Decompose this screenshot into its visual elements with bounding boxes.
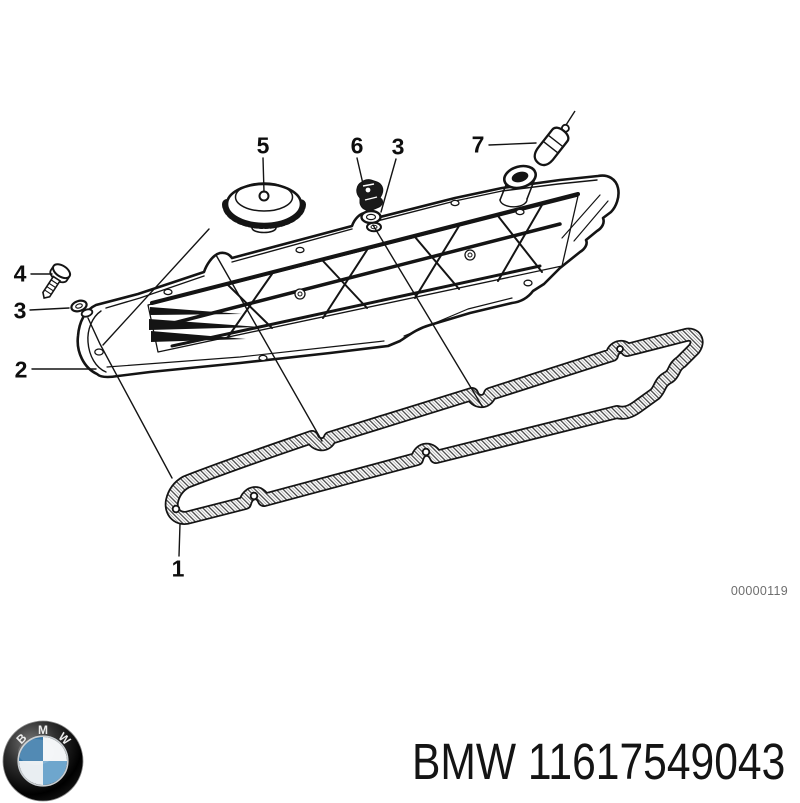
parts-diagram	[29, 110, 704, 557]
gasket-hole	[171, 504, 181, 514]
align-line-left	[87, 317, 173, 479]
gasket-hole	[616, 345, 624, 353]
sensor-connector	[533, 110, 576, 167]
align-line-right	[372, 224, 483, 407]
logo-inner-rim	[17, 735, 69, 787]
seal-rings	[360, 209, 382, 233]
align-line-cap	[102, 228, 210, 346]
part-number-title: BMW 11617549043	[412, 733, 786, 790]
callout-7: 7	[471, 131, 485, 158]
quadrant-white-tr	[43, 737, 67, 761]
bmw-logo: B M W	[1, 719, 85, 803]
leader-lines	[29, 142, 537, 557]
bolt	[42, 263, 72, 299]
logo-letter-m: M	[38, 723, 48, 737]
quadrant-white-bl	[19, 761, 43, 785]
callout-1: 1	[171, 555, 185, 582]
callout-2: 2	[14, 356, 28, 383]
callout-6: 6	[350, 132, 364, 159]
valve-cover	[76, 164, 620, 379]
washer	[70, 299, 94, 318]
breather-tube	[499, 164, 537, 208]
oil-filler-cap	[222, 182, 306, 234]
gasket-hole	[249, 491, 259, 501]
quadrant-blue-br	[43, 761, 67, 785]
logo-quadrants	[19, 737, 67, 785]
callout-4: 4	[13, 260, 27, 287]
diagram-id: 00000119	[730, 584, 788, 598]
quadrant-blue-tl	[19, 737, 43, 761]
leader-6	[356, 157, 364, 185]
leader-7	[488, 142, 537, 146]
callout-3-left: 3	[13, 297, 27, 324]
leader-1	[178, 523, 181, 557]
leader-3-top	[380, 158, 397, 213]
breather-valve	[356, 179, 384, 233]
gasket	[164, 327, 704, 525]
align-line-mid	[215, 254, 323, 442]
leader-3-left	[29, 307, 70, 311]
gasket-hole	[421, 447, 431, 457]
callout-5: 5	[256, 132, 270, 159]
leader-5	[262, 157, 265, 193]
callout-3-top: 3	[391, 133, 405, 160]
